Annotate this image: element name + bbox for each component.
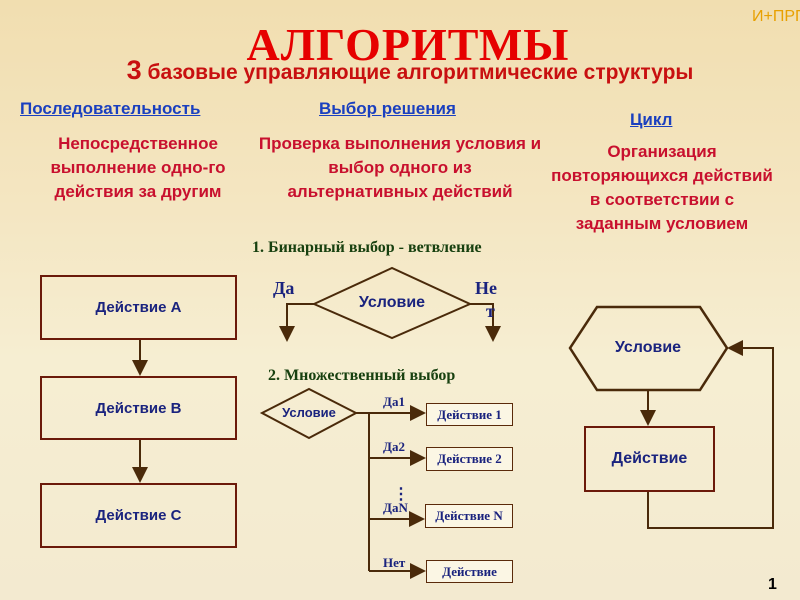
loop-action-box: Действие — [584, 426, 715, 492]
binary-no-label-1: Не — [475, 278, 497, 298]
binary-yes-label: Да — [273, 278, 295, 298]
branch-label-2: Да2 — [383, 439, 405, 454]
sequence-description: Непосредственное выполнение одно-го дейс… — [50, 134, 226, 201]
binary-no-arrow — [470, 303, 501, 342]
branch-label-n: ДаN — [383, 500, 408, 515]
multi-condition: Условие — [282, 405, 336, 420]
multiple-title: 2. Множественный выбор — [268, 367, 456, 384]
choice-description: Проверка выполнения условия и выбор одно… — [258, 134, 542, 201]
page-title: АЛГОРИТМЫ — [246, 19, 570, 70]
branch-label-no: Нет — [383, 555, 406, 570]
sequence-box-a: Действие А — [40, 275, 237, 340]
binary-title: 1. Бинарный выбор - ветвление — [252, 239, 482, 256]
binary-no-label-2: т — [486, 301, 495, 321]
action-box-no: Действие — [426, 560, 513, 583]
header-choice[interactable]: Выбор решения — [319, 99, 456, 118]
subtitle: 3 базовые управляющие алгоритмические ст… — [0, 55, 800, 86]
branch-label-1: Да1 — [383, 394, 405, 409]
binary-yes-arrow — [279, 303, 314, 342]
action-box-n: Действие N — [425, 504, 513, 528]
subtitle-text: базовые управляющие алгоритмические стру… — [147, 61, 694, 84]
ellipsis: ⋮ — [393, 486, 409, 503]
sequence-box-c: Действие С — [40, 483, 237, 548]
page-number: 1 — [768, 576, 777, 593]
binary-condition: Условие — [358, 294, 426, 311]
header-sequence[interactable]: Последовательность — [20, 99, 201, 118]
loop-condition: Условие — [614, 339, 682, 356]
header-loop[interactable]: Цикл — [630, 110, 673, 129]
sequence-box-b: Действие В — [40, 376, 237, 440]
loop-description: Организация повторяющихся действий в соо… — [551, 142, 773, 233]
action-box-2: Действие 2 — [426, 447, 513, 471]
action-box-1: Действие 1 — [426, 403, 513, 426]
subtitle-number: 3 — [126, 55, 142, 85]
course-tag: И+ПРГ — [752, 8, 800, 25]
loop-back-arrow — [647, 340, 774, 529]
